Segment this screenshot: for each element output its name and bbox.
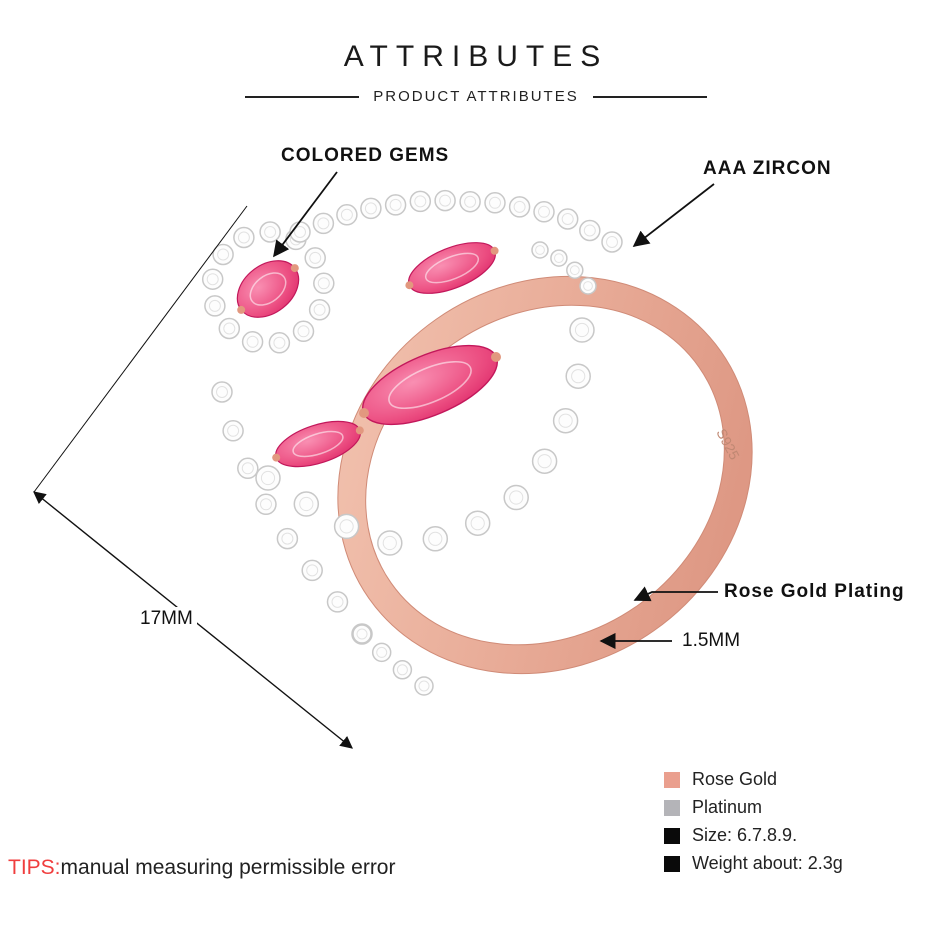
legend-label: Rose Gold <box>692 769 778 789</box>
legend-label: Weight about: 2.3g <box>692 853 843 873</box>
weight-swatch <box>664 855 680 872</box>
band-width-label: 1.5MM <box>678 629 745 653</box>
size-swatch <box>664 827 680 844</box>
colored-gems <box>236 242 501 468</box>
ring-band <box>337 275 753 675</box>
legend-item-size: Size: 6.7.8.9. <box>664 825 843 845</box>
rose-gold-plating-label: Rose Gold Plating <box>724 581 905 602</box>
page-title: ATTRIBUTES <box>343 40 609 73</box>
subtitle-rule-left <box>245 95 360 98</box>
tips-prefix: TIPS: <box>8 856 61 879</box>
tips-text: manual measuring permissible error <box>60 856 396 879</box>
ring-photo: S925 <box>201 189 753 696</box>
subtitle-row: PRODUCT ATTRIBUTES <box>0 88 952 105</box>
diameter-label: 17MM <box>136 607 197 631</box>
pink-gem-pear <box>236 260 300 318</box>
legend-label: Platinum <box>692 797 763 817</box>
rose-gold-swatch <box>664 771 680 788</box>
page-subtitle: PRODUCT ATTRIBUTES <box>373 88 579 105</box>
legend-item-platinum: Platinum <box>664 797 843 817</box>
legend-label: Size: 6.7.8.9. <box>692 825 798 845</box>
colored-gems-label: COLORED GEMS <box>281 145 450 166</box>
legend: Rose Gold Platinum Size: 6.7.8.9. Weight… <box>664 769 843 873</box>
aaa-zircon-label: AAA ZIRCON <box>703 158 832 179</box>
legend-item-rose-gold: Rose Gold <box>664 769 843 789</box>
legend-item-weight: Weight about: 2.3g <box>664 853 843 873</box>
tips-line: TIPS:manual measuring permissible error <box>8 856 395 880</box>
platinum-swatch <box>664 799 680 816</box>
subtitle-rule-right <box>592 95 707 98</box>
